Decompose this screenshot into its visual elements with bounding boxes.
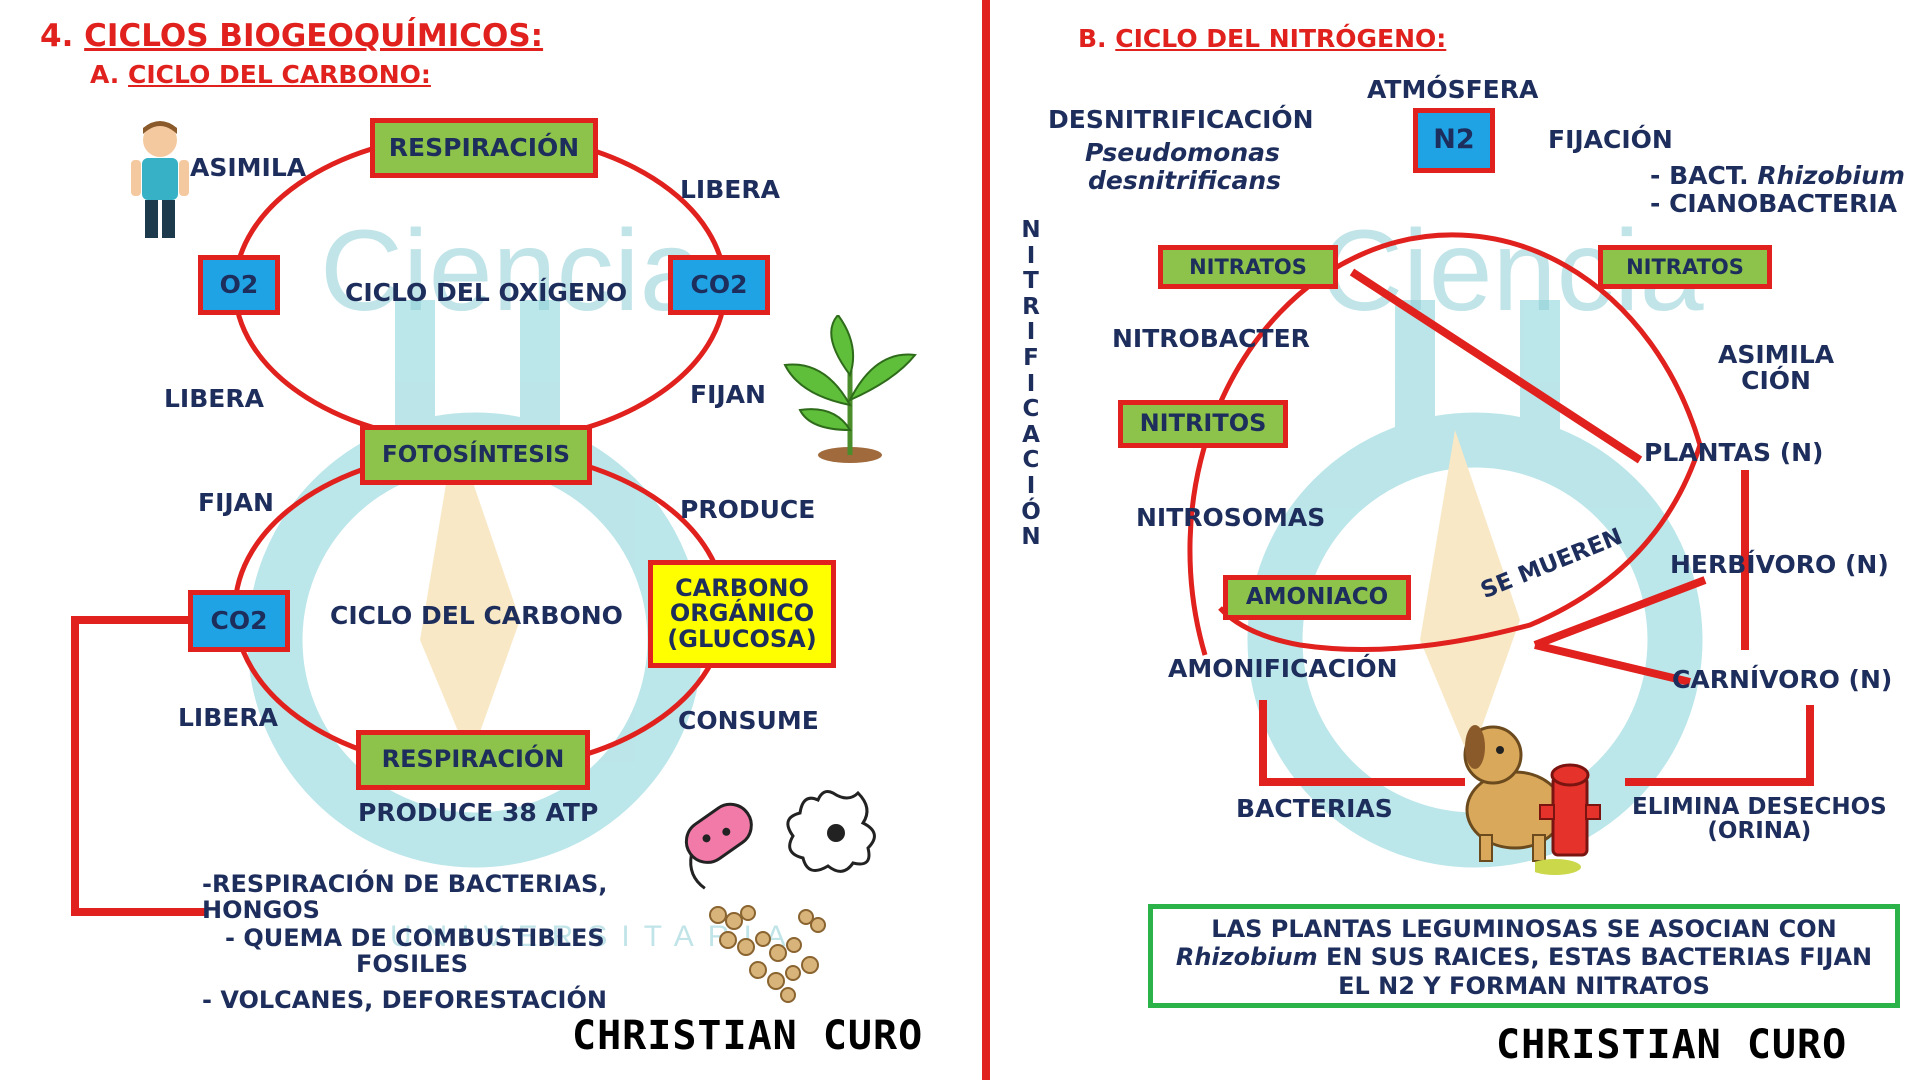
box-fotosintesis: FOTOSÍNTESIS [360, 425, 592, 485]
nitrificacion-letter: C [1022, 447, 1040, 474]
asimilacion-line-1: ASIMILA [1718, 340, 1835, 369]
hydrant-icon [1535, 763, 1601, 875]
watermark-left: Ciencia [320, 207, 704, 335]
elimina-line-1: ELIMINA DESECHOS [1632, 794, 1887, 820]
note-line-3: EL N2 Y FORMAN NITRATOS [1338, 971, 1710, 1000]
amoeba-icon [786, 790, 876, 873]
nitrificacion-letter: I [1026, 319, 1036, 346]
box-carbono-organico: CARBONO ORGÁNICO (GLUCOSA) [648, 560, 836, 668]
nitrificacion-letter: N [1021, 217, 1041, 243]
box-n2: N2 [1413, 108, 1495, 173]
box-respiracion-top: RESPIRACIÓN [370, 118, 598, 178]
label-herbivoro: HERBÍVORO (N) [1670, 550, 1889, 579]
organic-line-2: ORGÁNICO [669, 599, 815, 628]
label-pseudomonas-2: desnitrificans [1088, 166, 1281, 195]
signature-left: CHRISTIAN CURO [572, 1013, 924, 1059]
nitrogen-subtitle-letter: B. [1078, 24, 1107, 53]
rhizobium-prefix: - BACT. [1650, 161, 1749, 190]
source-5: - VOLCANES, DEFORESTACIÓN [202, 986, 607, 1014]
organic-line-1: CARBONO [675, 574, 809, 603]
box-co2-top: CO2 [668, 255, 770, 315]
nitrificacion-letter: R [1022, 293, 1040, 320]
label-libera-left: LIBERA [164, 384, 264, 413]
elimina-line-2: (ORINA) [1707, 818, 1812, 845]
box-amoniaco: AMONIACO [1223, 575, 1411, 620]
nitrificacion-letter: C [1022, 396, 1040, 423]
note-line-2: Rhizobium EN SUS RAICES, ESTAS BACTERIAS… [1153, 943, 1895, 971]
box-nitratos-right: NITRATOS [1598, 245, 1772, 289]
label-atmosfera: ATMÓSFERA [1367, 75, 1539, 104]
label-ciclo-carbono: CICLO DEL CARBONO [330, 601, 623, 630]
carbon-subtitle: A. CICLO DEL CARBONO: [90, 60, 431, 89]
label-nitrobacter: NITROBACTER [1112, 324, 1310, 353]
nitrificacion-letter: F [1023, 344, 1039, 371]
label-asimilacion: ASIMILA CIÓN [1718, 340, 1835, 396]
source-2: HONGOS [202, 896, 320, 924]
signature-right: CHRISTIAN CURO [1496, 1022, 1848, 1068]
rhizobium-name: Rhizobium [1757, 161, 1905, 190]
nitrificacion-letter: I [1026, 242, 1036, 269]
source-1: -RESPIRACIÓN DE BACTERIAS, [202, 870, 608, 898]
legume-note-box: LAS PLANTAS LEGUMINOSAS SE ASOCIAN CON R… [1148, 904, 1900, 1008]
label-plantas: PLANTAS (N) [1644, 438, 1824, 467]
section-title: 4. CICLOS BIOGEOQUÍMICOS: [40, 20, 543, 53]
note-line-1: LAS PLANTAS LEGUMINOSAS SE ASOCIAN CON [1211, 915, 1837, 943]
label-elimina-desechos: ELIMINA DESECHOS (ORINA) [1632, 795, 1887, 843]
plant-icon [783, 315, 917, 463]
label-asimila: ASIMILA [190, 153, 307, 182]
note-rhizobium: Rhizobium [1175, 943, 1318, 972]
nitrificacion-letter: I [1026, 472, 1036, 499]
label-nitrosomas: NITROSOMAS [1136, 503, 1326, 532]
fungi-icon [709, 905, 826, 1003]
label-amonificacion: AMONIFICACIÓN [1168, 654, 1398, 683]
label-bacterias: BACTERIAS [1236, 794, 1393, 823]
nitrogen-subtitle: B. CICLO DEL NITRÓGENO: [1078, 24, 1447, 53]
label-produce: PRODUCE [680, 495, 816, 524]
nitrificacion-letter: T [1023, 268, 1039, 295]
label-fijan-right: FIJAN [690, 380, 766, 409]
box-o2: O2 [198, 255, 280, 315]
nitrificacion-letter: A [1022, 421, 1040, 448]
label-desnitrificacion: DESNITRIFICACIÓN [1048, 105, 1314, 134]
asimilacion-line-2: CIÓN [1741, 366, 1811, 396]
box-nitritos: NITRITOS [1118, 400, 1288, 448]
note-line-2-rest: EN SUS RAICES, ESTAS BACTERIAS FIJAN [1317, 943, 1873, 972]
carbon-subtitle-letter: A. [90, 60, 120, 89]
bacteria-icon [684, 802, 753, 890]
source-4: FOSILES [356, 950, 468, 978]
nitrificacion-letter: N [1021, 524, 1041, 551]
section-title-text: CICLOS BIOGEOQUÍMICOS: [84, 18, 544, 54]
label-produce-atp: PRODUCE 38 ATP [358, 798, 599, 827]
source-3: - QUEMA DE COMBUSTIBLES [225, 924, 605, 952]
person-icon [131, 121, 189, 238]
nitrificacion-letter: I [1026, 370, 1036, 397]
nitrificacion-letter: Ó [1021, 498, 1041, 525]
section-number: 4. [40, 18, 74, 54]
label-cianobacteria: - CIANOBACTERIA [1650, 189, 1898, 218]
nitrogen-subtitle-text: CICLO DEL NITRÓGENO: [1115, 24, 1447, 53]
box-co2-bottom: CO2 [188, 590, 290, 652]
organic-line-3: (GLUCOSA) [667, 624, 817, 653]
label-carnivoro: CARNÍVORO (N) [1672, 665, 1893, 694]
label-pseudomonas-1: Pseudomonas [1085, 138, 1280, 167]
label-ciclo-oxigeno: CICLO DEL OXÍGENO [345, 278, 628, 307]
dog-icon [1463, 725, 1565, 862]
label-libera-bottom: LIBERA [178, 703, 278, 732]
carbon-subtitle-text: CICLO DEL CARBONO: [128, 60, 431, 89]
label-fijan-left: FIJAN [198, 488, 274, 517]
label-rhizobium: - BACT. Rhizobium [1650, 161, 1905, 190]
label-libera-top: LIBERA [680, 175, 780, 204]
box-respiracion-bottom: RESPIRACIÓN [356, 730, 590, 790]
label-fijacion: FIJACIÓN [1548, 125, 1673, 154]
box-nitratos-left: NITRATOS [1158, 245, 1338, 289]
label-consume: CONSUME [678, 706, 819, 735]
